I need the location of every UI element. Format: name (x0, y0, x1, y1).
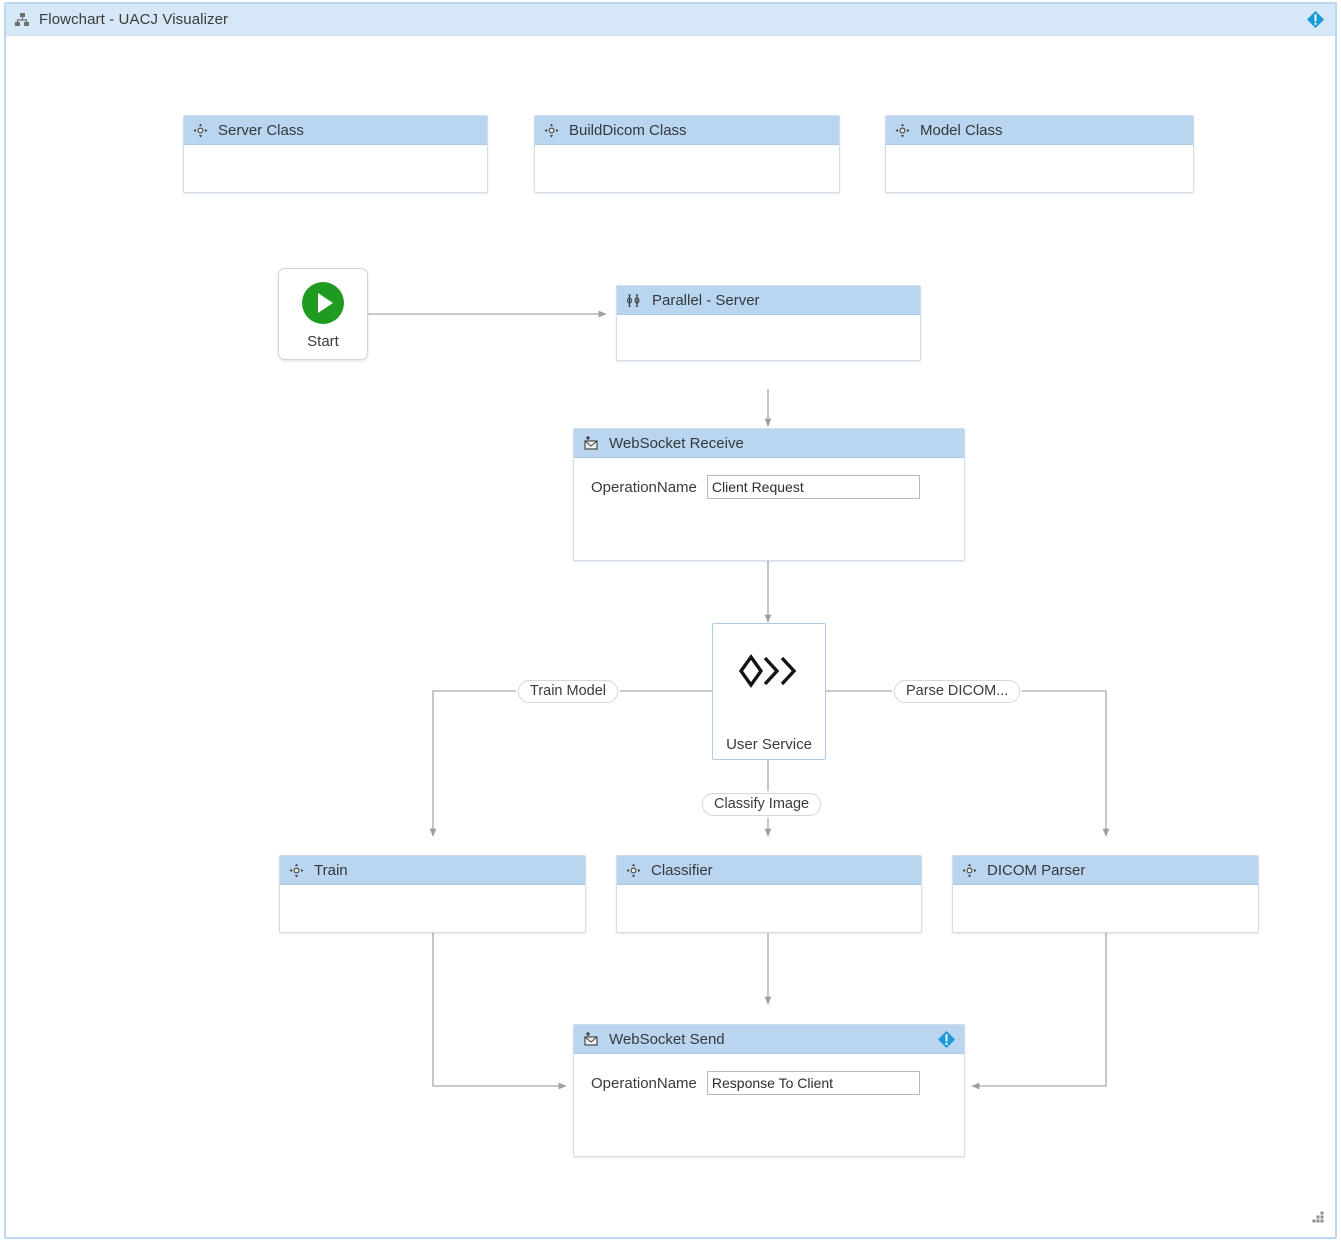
activity-node-title: Classifier (651, 861, 713, 879)
websocket-receive-title: WebSocket Receive (609, 434, 744, 452)
operation-name-row: OperationName (591, 1071, 950, 1095)
activity-node-dicom-parser[interactable]: DICOM Parser (952, 855, 1259, 933)
class-node-header[interactable]: BuildDicom Class (535, 116, 839, 145)
resize-grip-icon[interactable] (1311, 1210, 1325, 1229)
move-class-icon (193, 123, 208, 138)
activity-node-train[interactable]: Train (279, 855, 586, 933)
class-node-header[interactable]: Model Class (886, 116, 1193, 145)
window-frame: Flowchart - UACJ Visualizer (4, 2, 1337, 1239)
switch-icon (738, 654, 800, 688)
window-title: Flowchart - UACJ Visualizer (39, 11, 229, 28)
start-play-icon (299, 279, 347, 327)
class-node-title: Server Class (218, 121, 304, 139)
info-badge-icon[interactable] (937, 1030, 956, 1049)
websocket-receive-body: OperationName (574, 458, 964, 560)
operation-name-label: OperationName (591, 478, 697, 496)
activity-node-header[interactable]: DICOM Parser (953, 856, 1258, 885)
activity-node-body[interactable] (280, 885, 585, 932)
user-service-switch-node[interactable]: User Service (712, 623, 826, 760)
activity-node-title: DICOM Parser (987, 861, 1086, 879)
move-class-icon (895, 123, 910, 138)
edge-label-train-model[interactable]: Train Model (518, 680, 619, 703)
parallel-server-node[interactable]: Parallel - Server (616, 285, 921, 361)
class-node-server[interactable]: Server Class (183, 115, 488, 193)
org-chart-icon (14, 12, 30, 28)
operation-name-input[interactable] (706, 1071, 920, 1095)
move-class-icon (962, 863, 977, 878)
user-service-label: User Service (726, 736, 812, 753)
websocket-send-title: WebSocket Send (609, 1030, 725, 1048)
class-node-body[interactable] (886, 145, 1193, 192)
websocket-send-icon (583, 1031, 599, 1047)
operation-name-row: OperationName (591, 475, 950, 499)
class-node-body[interactable] (184, 145, 487, 192)
start-node[interactable]: Start (278, 268, 368, 360)
move-class-icon (626, 863, 641, 878)
operation-name-label: OperationName (591, 1074, 697, 1092)
activity-node-title: Train (314, 861, 348, 879)
activity-node-body[interactable] (617, 885, 921, 932)
info-badge-icon[interactable] (1306, 10, 1325, 29)
websocket-receive-icon (583, 435, 599, 451)
class-node-model[interactable]: Model Class (885, 115, 1194, 193)
activity-node-header[interactable]: Train (280, 856, 585, 885)
move-class-icon (289, 863, 304, 878)
activity-node-header[interactable]: Classifier (617, 856, 921, 885)
operation-name-input[interactable] (706, 475, 920, 499)
edge-label-parse-dicom[interactable]: Parse DICOM... (894, 680, 1021, 703)
class-node-title: BuildDicom Class (569, 121, 687, 139)
class-node-header[interactable]: Server Class (184, 116, 487, 145)
move-class-icon (544, 123, 559, 138)
parallel-node-header[interactable]: Parallel - Server (617, 286, 920, 315)
activity-node-classifier[interactable]: Classifier (616, 855, 922, 933)
titlebar: Flowchart - UACJ Visualizer (6, 4, 1335, 36)
class-node-title: Model Class (920, 121, 1003, 139)
start-node-label: Start (307, 332, 339, 350)
websocket-send-node[interactable]: WebSocket Send OperationName (573, 1024, 965, 1157)
websocket-send-header[interactable]: WebSocket Send (574, 1025, 964, 1054)
class-node-body[interactable] (535, 145, 839, 192)
edge-label-classify-image[interactable]: Classify Image (702, 793, 822, 816)
websocket-receive-node[interactable]: WebSocket Receive OperationName (573, 428, 965, 561)
parallel-node-title: Parallel - Server (652, 291, 760, 309)
parallel-icon (626, 293, 642, 308)
class-node-builddicom[interactable]: BuildDicom Class (534, 115, 840, 193)
activity-node-body[interactable] (953, 885, 1258, 932)
websocket-receive-header[interactable]: WebSocket Receive (574, 429, 964, 458)
parallel-node-body[interactable] (617, 315, 920, 360)
flowchart-canvas[interactable]: Server Class BuildDicom Class (6, 36, 1335, 1237)
websocket-send-body: OperationName (574, 1054, 964, 1156)
